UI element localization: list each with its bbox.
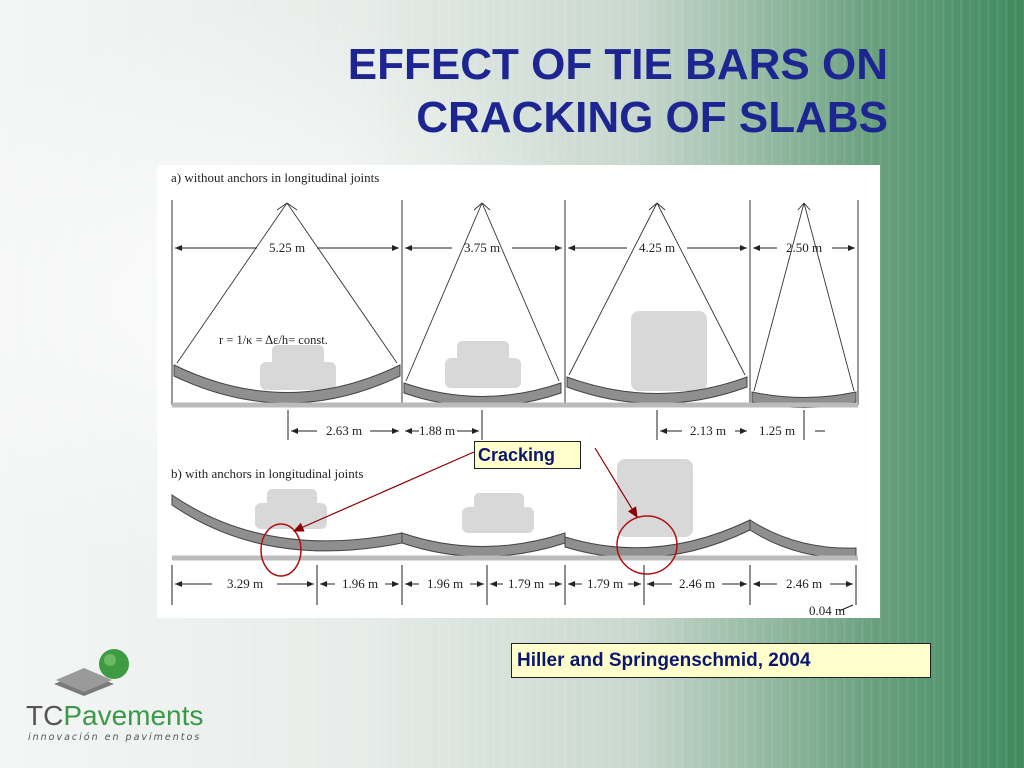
panel-b-bottom-labels: 3.29 m 1.96 m 1.96 m 1.79 m 1.79 m 2.46 … [227,576,845,618]
dim-a-bottom-3: 2.13 m [690,423,726,438]
radius-formula: r = 1/κ = Δε/h= const. [219,333,328,347]
logo-prefix: TC [26,700,64,731]
dim-b-gap: 0.04 m [809,603,845,618]
panel-a-joints [171,200,859,405]
dim-b-2: 1.96 m [342,576,378,591]
dim-a-bottom-4: 1.25 m [759,423,795,438]
crack-circle-right [616,515,678,575]
dim-b-6: 2.46 m [679,576,715,591]
panel-a-bottom-labels: 2.63 m 1.88 m 2.13 m 1.25 m [326,423,795,438]
logo-tagline: innovación en pavimentos [28,732,202,743]
slab-diagram: a) without anchors in longitudinal joint… [157,165,880,618]
slide-title: EFFECT OF TIE BARS ON CRACKING OF SLABS [188,38,888,144]
dim-a-bottom-2: 1.88 m [419,423,455,438]
title-line-2: CRACKING OF SLABS [416,93,888,142]
logo-suffix: Pavements [63,700,204,731]
crack-circle-left [260,523,302,577]
crack-arrow-left [292,451,475,532]
title-line-1: EFFECT OF TIE BARS ON [347,40,888,89]
dim-b-3: 1.96 m [427,576,463,591]
diagram-svg: a) without anchors in longitudinal joint… [171,170,859,618]
dim-b-1: 3.29 m [227,576,263,591]
panel-a-radius-lines [176,202,855,392]
cracking-callout: Cracking [474,441,581,469]
dim-a-top-2: 3.75 m [464,240,500,255]
dim-a-bottom-1: 2.63 m [326,423,362,438]
dim-b-5: 1.79 m [587,576,623,591]
panel-b-dim-ticks [171,565,857,612]
panel-a-bottom-arrows [287,410,825,440]
panel-a-top-labels: 5.25 m 3.75 m 4.25 m 2.50 m [269,240,822,255]
logo-wordmark: TCPavements [26,700,203,732]
dim-b-4: 1.79 m [508,576,544,591]
crack-arrow-right [594,447,638,519]
citation-box: Hiller and Springenschmid, 2004 [511,643,931,678]
dim-a-top-3: 4.25 m [639,240,675,255]
panel-a-label: a) without anchors in longitudinal joint… [171,170,379,185]
dim-a-top-4: 2.50 m [786,240,822,255]
dim-a-top-1: 5.25 m [269,240,305,255]
logo-mark-icon [54,649,129,696]
vehicle-silhouettes [255,311,707,537]
dim-b-7: 2.46 m [786,576,822,591]
panel-b-label: b) with anchors in longitudinal joints [171,466,363,481]
tcpavements-logo: TCPavements innovación en pavimentos [22,648,212,748]
